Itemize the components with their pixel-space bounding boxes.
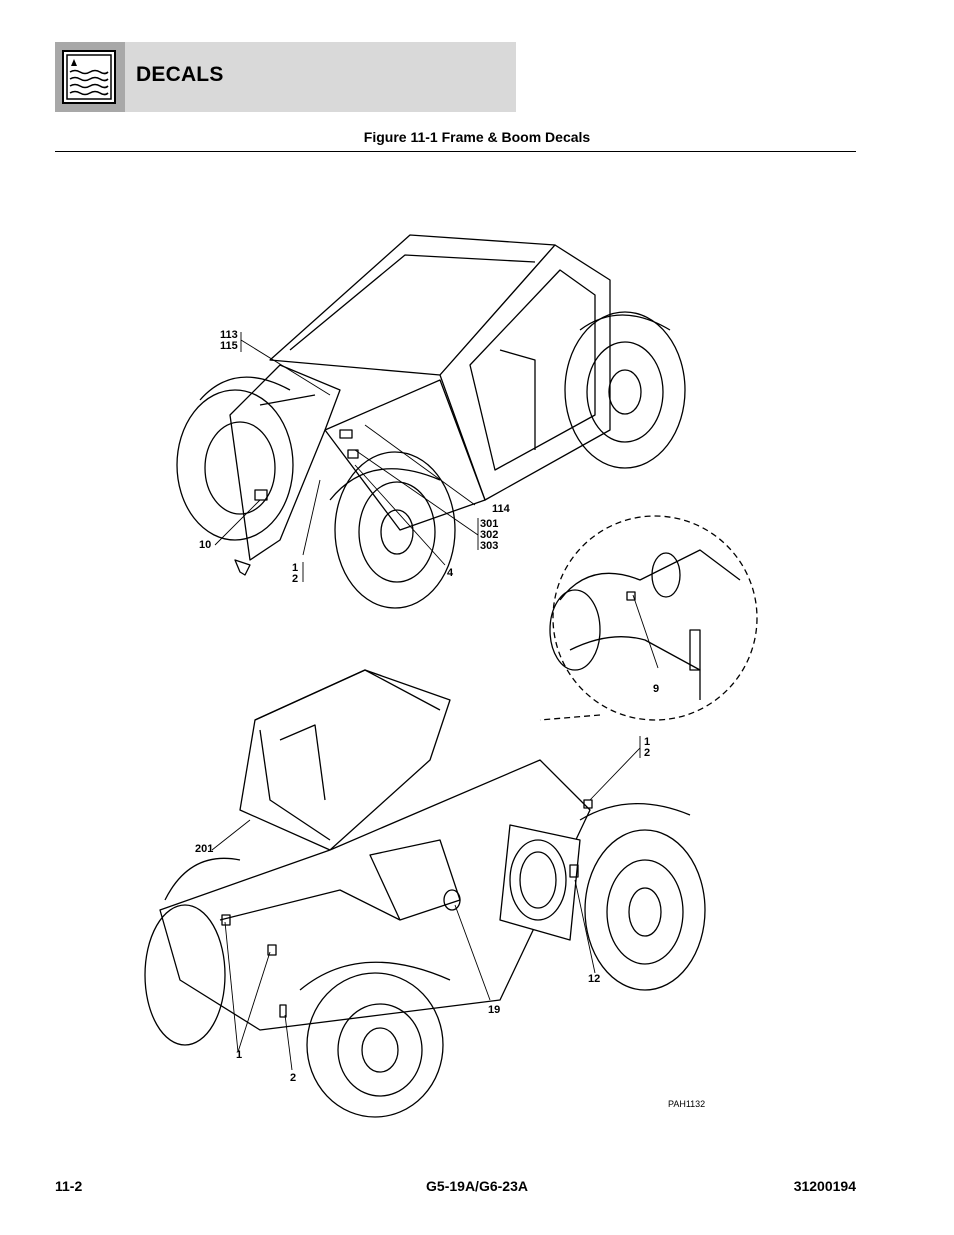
callout-label: 115 (220, 340, 238, 352)
callout-label: 2 (290, 1072, 297, 1084)
footer-page-number: 11-2 (55, 1178, 83, 1194)
callout-label: 4 (447, 567, 454, 579)
callout-label: 1 (236, 1049, 243, 1061)
caption-divider (55, 151, 856, 152)
callout-19: 19 (488, 1005, 500, 1016)
figure-id: PAH1132 (668, 1099, 706, 1109)
callout-201: 201 (195, 844, 213, 855)
callout-label: 1 (292, 562, 299, 574)
callout-label: 113 (220, 329, 238, 341)
callout-2-bottom: 2 (290, 1073, 296, 1084)
callout-label: 9 (653, 683, 660, 695)
bottom-machine-drawing (144, 669, 706, 1118)
callout-113-115: 113 115 (220, 330, 238, 352)
callout-label: 2 (292, 573, 299, 585)
manual-section-icon (62, 50, 116, 104)
callout-label: 10 (199, 539, 212, 551)
callout-label: 12 (588, 973, 601, 985)
callout-label: 2 (644, 747, 651, 759)
bottom-callout-leaders (211, 736, 641, 1071)
callout-301-303: 301 302 303 (480, 519, 498, 552)
top-callout-leaders (214, 332, 479, 582)
telehandler-line-drawing (144, 234, 758, 1118)
callout-1-2-top: 1 2 (292, 563, 298, 585)
callout-1-bottom: 1 (236, 1050, 242, 1061)
callout-12: 12 (588, 974, 600, 985)
callout-114: 114 (492, 504, 510, 515)
callout-9: 9 (653, 684, 659, 695)
callout-label: 19 (488, 1004, 501, 1016)
callout-label: 114 (492, 503, 510, 515)
figure-caption: Figure 11-1 Frame & Boom Decals (363, 129, 591, 145)
callout-label: 302 (480, 529, 499, 541)
callout-1-2-rear: 1 2 (644, 737, 650, 759)
callout-label: 301 (480, 518, 499, 530)
callout-label: 1 (644, 736, 651, 748)
header-band (55, 42, 516, 112)
callout-10: 10 (199, 540, 211, 551)
callout-4: 4 (447, 568, 453, 579)
callout-label: 201 (195, 843, 214, 855)
section-title: DECALS (136, 63, 224, 86)
footer-model: G5-19A/G6-23A (426, 1178, 528, 1194)
top-machine-drawing (176, 234, 686, 609)
callout-label: 303 (480, 540, 499, 552)
header-icon-box (55, 42, 125, 112)
footer-doc-number: 31200194 (793, 1178, 856, 1194)
telehandler-illustration: 113 115 114 301 302 303 10 1 2 4 9 1 2 2… (140, 200, 770, 1120)
detail-circle-drawing (539, 515, 758, 721)
